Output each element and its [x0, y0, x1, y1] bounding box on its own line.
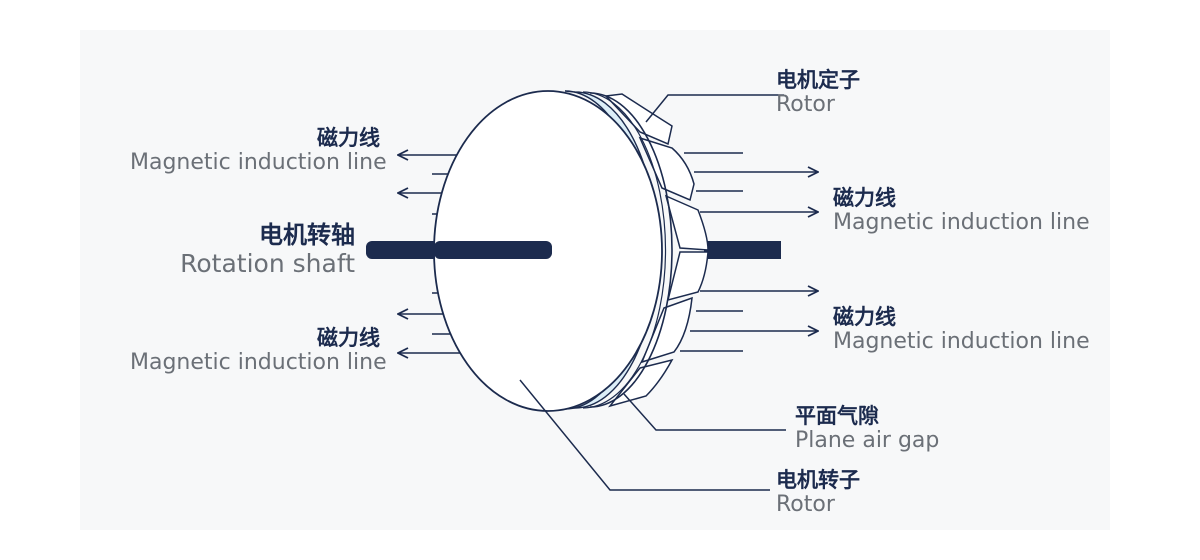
air-gap-leader: [623, 393, 786, 431]
stator-tooth-4: [666, 251, 709, 302]
label-stator: 电机定子 Rotor: [776, 68, 860, 117]
label-rotor: 电机转子 Rotor: [776, 468, 860, 517]
shaft-stub: [434, 241, 552, 259]
label-air-gap-zh: 平面气隙: [795, 404, 879, 428]
label-field-right-top: 磁力线 Magnetic induction line: [833, 186, 1090, 235]
stator-tooth-2: [638, 136, 695, 202]
label-field-left-top: 磁力线 Magnetic induction line: [130, 126, 387, 176]
label-stator-zh: 电机定子: [776, 68, 860, 92]
rotor-leader: [519, 379, 770, 491]
label-shaft-zh: 电机转轴: [259, 221, 355, 249]
shaft-right-segment: [704, 241, 781, 259]
label-rotor-zh: 电机转子: [776, 468, 860, 492]
stator-disc: [589, 92, 673, 408]
stator-tooth-3: [664, 194, 709, 251]
stator-tooth-6: [607, 358, 674, 408]
label-field-left-bottom-zh: 磁力线: [317, 326, 380, 350]
label-shaft-en: Rotation shaft: [180, 248, 355, 278]
label-field-left-top-en: Magnetic induction line: [130, 150, 387, 176]
leader-lines: [519, 94, 786, 491]
field-lines-right: [680, 152, 818, 352]
stator-leader: [645, 94, 784, 123]
air-gap-inner-edge: [582, 91, 667, 409]
label-field-right-bottom: 磁力线 Magnetic induction line: [833, 305, 1090, 354]
label-rotor-en: Rotor: [776, 492, 835, 518]
label-stator-en: Rotor: [776, 92, 835, 118]
label-field-right-bottom-zh: 磁力线: [833, 305, 896, 329]
label-field-left-bottom: 磁力线 Magnetic induction line: [130, 326, 387, 376]
label-air-gap-en: Plane air gap: [795, 428, 940, 454]
label-field-left-top-zh: 磁力线: [317, 126, 380, 150]
label-field-right-top-en: Magnetic induction line: [833, 210, 1090, 236]
label-shaft: 电机转轴 Rotation shaft: [150, 221, 355, 278]
label-field-right-top-zh: 磁力线: [833, 186, 896, 210]
label-field-right-bottom-en: Magnetic induction line: [833, 329, 1090, 355]
label-field-left-bottom-en: Magnetic induction line: [130, 350, 387, 376]
label-air-gap: 平面气隙 Plane air gap: [795, 404, 939, 453]
